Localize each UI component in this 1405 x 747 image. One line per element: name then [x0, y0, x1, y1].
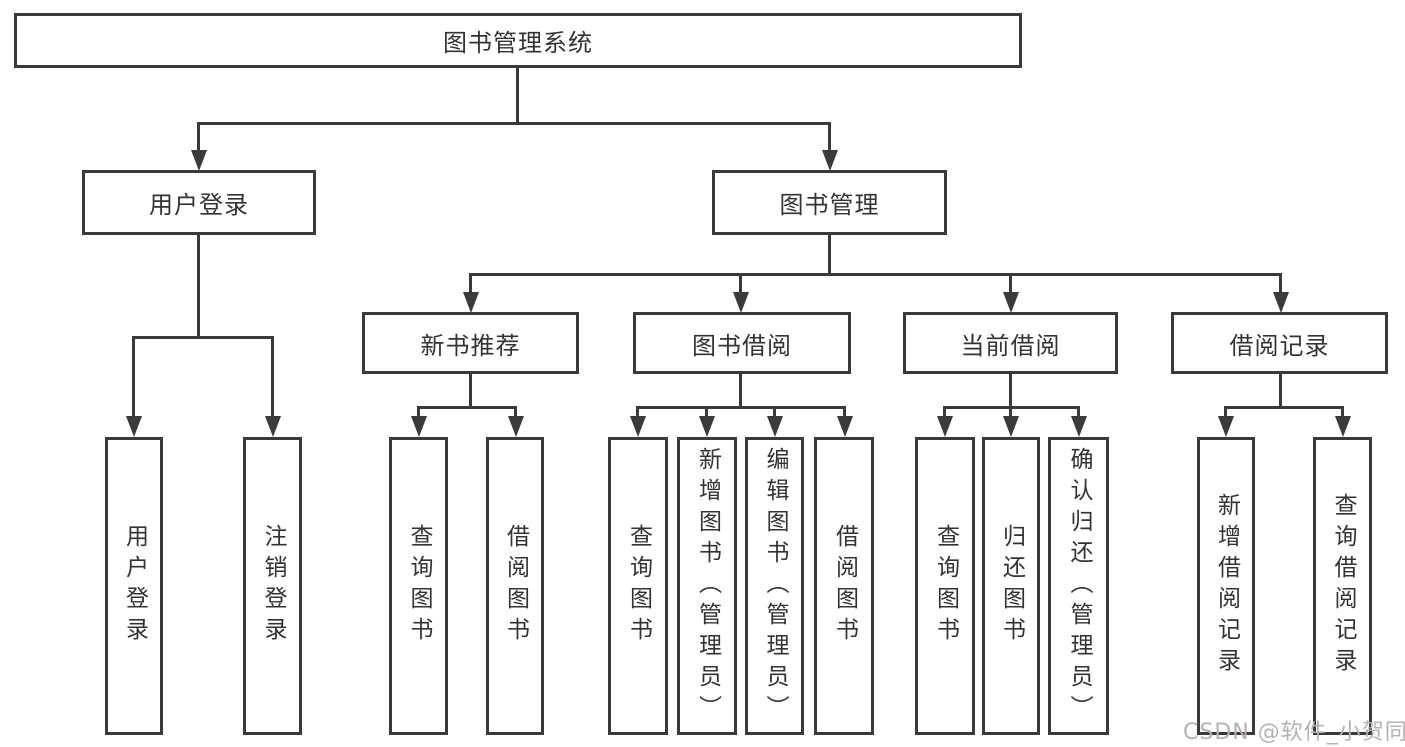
edge-user-login-stem [197, 235, 200, 339]
node-book-management: 图书管理 [712, 170, 947, 235]
leaf-cb-query-books-label: 查询图书 [932, 524, 959, 648]
edge-book-borrowing-stem [739, 374, 742, 409]
arrow-down-icon [1335, 416, 1351, 437]
arrow-down-icon [1218, 416, 1234, 437]
edge-leaf-stem [943, 406, 946, 420]
edge-book-management-stem [828, 235, 831, 276]
leaf-cb-confirm-return-admin-label: 确认归还（管理员） [1066, 446, 1092, 726]
node-book-borrowing: 图书借阅 [633, 312, 851, 374]
leaf-nbr-borrow-books: 借阅图书 [486, 437, 544, 735]
arrow-down-icon [699, 416, 715, 437]
leaf-bb-edit-books-admin-label: 编辑图书（管理员） [762, 446, 788, 726]
edge-new-book-split [417, 406, 517, 409]
leaf-logout-login-label: 注销登录 [260, 524, 286, 648]
leaf-cb-return-books-label: 归还图书 [998, 524, 1025, 648]
leaf-cb-confirm-return-admin: 确认归还（管理员） [1048, 437, 1109, 735]
edge-to-book-borrowing-stem [739, 273, 742, 295]
arrow-down-icon [508, 416, 524, 437]
arrow-down-icon [822, 150, 838, 171]
arrow-down-icon [463, 292, 479, 313]
leaf-bb-add-books-admin-label: 新增图书（管理员） [694, 446, 721, 726]
node-user-login: 用户登录 [82, 170, 316, 235]
edge-to-new-book-stem [469, 273, 472, 295]
leaf-br-add-record-label: 新增借阅记录 [1213, 493, 1240, 679]
leaf-br-query-record-label: 查询借阅记录 [1330, 493, 1356, 679]
node-current-borrowing: 当前借阅 [903, 312, 1118, 374]
edge-leaf-stem [514, 406, 517, 420]
edge-leaf-stem [636, 406, 639, 420]
leaf-nbr-query-books: 查询图书 [389, 437, 448, 735]
arrow-down-icon [265, 416, 281, 437]
edge-leaf-stem [1077, 406, 1080, 420]
leaf-bb-borrow-books-label: 借阅图书 [831, 524, 858, 648]
edge-leaf-stem [843, 406, 846, 420]
csdn-watermark: CSDN @软件_小贺同学 [1183, 720, 1405, 745]
edge-root-split [197, 122, 831, 125]
node-root-library-management-system: 图书管理系统 [14, 13, 1022, 68]
edge-borrowing-records-split [1224, 406, 1344, 409]
node-new-book-recommend: 新书推荐 [362, 312, 579, 374]
edge-current-borrowing-stem [1009, 374, 1012, 409]
arrow-down-icon [767, 416, 783, 437]
edge-root-stem [516, 68, 519, 125]
arrow-down-icon [1003, 416, 1019, 437]
edge-book-management-split [469, 273, 1282, 276]
leaf-bb-borrow-books: 借阅图书 [814, 437, 874, 735]
leaf-bb-edit-books-admin: 编辑图书（管理员） [745, 437, 804, 735]
arrow-down-icon [630, 416, 646, 437]
leaf-bb-query-books: 查询图书 [608, 437, 668, 735]
arrow-down-icon [1003, 292, 1019, 313]
leaf-nbr-borrow-books-label: 借阅图书 [502, 524, 529, 648]
leaf-user-login-label: 用户登录 [121, 524, 148, 648]
edge-to-user-login-stem [197, 122, 200, 156]
edge-borrowing-records-stem [1279, 374, 1282, 409]
arrow-down-icon [191, 150, 207, 171]
leaf-br-query-record: 查询借阅记录 [1313, 437, 1372, 735]
edge-new-book-stem [469, 374, 472, 409]
arrow-down-icon [837, 416, 853, 437]
edge-to-leaf-user-login-stem [132, 336, 135, 421]
edge-to-book-management-stem [828, 122, 831, 156]
edge-to-current-borrowing-stem [1009, 273, 1012, 295]
leaf-bb-add-books-admin: 新增图书（管理员） [677, 437, 737, 735]
edge-to-leaf-logout-stem [271, 336, 274, 421]
edge-leaf-stem [417, 406, 420, 420]
edge-leaf-stem [705, 406, 708, 420]
edge-to-borrowing-records-stem [1279, 273, 1282, 295]
leaf-cb-return-books: 归还图书 [982, 437, 1040, 735]
leaf-nbr-query-books-label: 查询图书 [406, 524, 432, 648]
node-borrowing-records: 借阅记录 [1171, 312, 1388, 374]
arrow-down-icon [411, 416, 427, 437]
arrow-down-icon [937, 416, 953, 437]
edge-leaf-stem [1341, 406, 1344, 420]
leaf-user-login: 用户登录 [105, 437, 163, 735]
leaf-br-add-record: 新增借阅记录 [1197, 437, 1255, 735]
edge-user-login-split [132, 336, 274, 339]
arrow-down-icon [126, 416, 142, 437]
arrow-down-icon [1273, 292, 1289, 313]
edge-book-borrowing-split [636, 406, 846, 409]
arrow-down-icon [733, 292, 749, 313]
leaf-logout-login: 注销登录 [243, 437, 302, 735]
leaf-bb-query-books-label: 查询图书 [625, 524, 652, 648]
leaf-cb-query-books: 查询图书 [915, 437, 975, 735]
edge-leaf-stem [773, 406, 776, 420]
edge-leaf-stem [1009, 406, 1012, 420]
arrow-down-icon [1071, 416, 1087, 437]
edge-leaf-stem [1224, 406, 1227, 420]
